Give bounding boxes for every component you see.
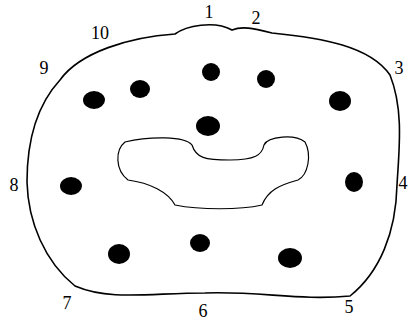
callout-number: 8: [10, 176, 19, 194]
dot: [190, 234, 210, 252]
dot: [60, 177, 82, 195]
callout-number: 3: [395, 59, 404, 77]
dot: [108, 244, 130, 264]
dot: [130, 80, 150, 98]
callout-number: 2: [252, 9, 261, 27]
outer-outline: [27, 25, 400, 298]
dot: [83, 91, 105, 109]
dots: [60, 63, 363, 268]
dot: [196, 116, 220, 136]
callout-number: 6: [199, 302, 208, 320]
callout-number: 4: [399, 174, 408, 192]
callout-number: 5: [345, 298, 354, 316]
callout-number: 10: [91, 24, 109, 42]
callout-number: 9: [40, 59, 49, 77]
dot: [278, 248, 302, 268]
dot: [345, 172, 363, 192]
dot: [257, 70, 275, 88]
dot: [329, 91, 351, 111]
inner-cavity: [118, 137, 309, 209]
dot: [202, 63, 220, 81]
callout-number: 1: [205, 3, 214, 21]
callout-number: 7: [63, 294, 72, 312]
